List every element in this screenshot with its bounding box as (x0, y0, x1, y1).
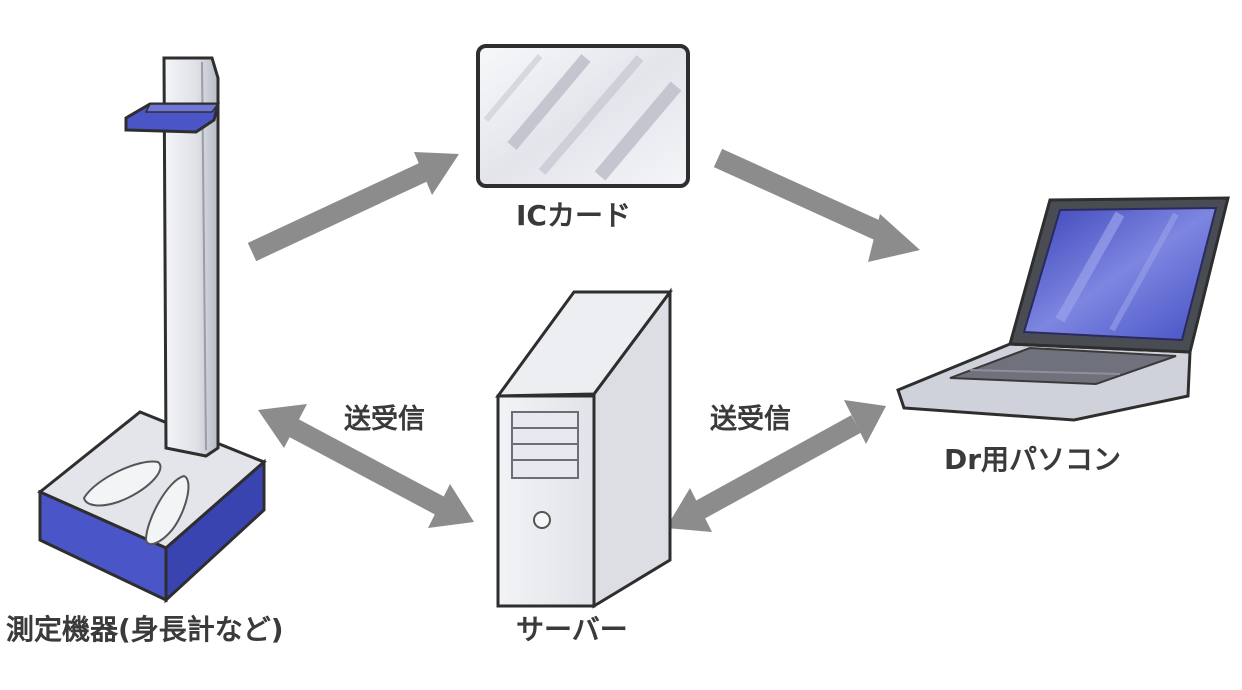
height-scale-icon (37, 56, 267, 604)
arrow-server-pc-bidirectional (666, 400, 886, 532)
arrow-device-to-card (247, 152, 459, 262)
device-label: 測定機器(身長計など) (6, 613, 284, 646)
ic-card-label: ICカード (516, 199, 631, 232)
doctor-pc-label: Dr用パソコン (944, 443, 1122, 476)
arrow-device-server-bidirectional (258, 404, 474, 528)
arrow-card-to-pc (713, 148, 920, 262)
laptop-icon (896, 196, 1230, 422)
edge-label-device-server: 送受信 (344, 404, 425, 435)
server-label: サーバー (516, 613, 628, 646)
ic-card-icon (476, 44, 690, 188)
edge-label-server-pc: 送受信 (710, 404, 791, 435)
server-tower-icon (495, 287, 673, 609)
